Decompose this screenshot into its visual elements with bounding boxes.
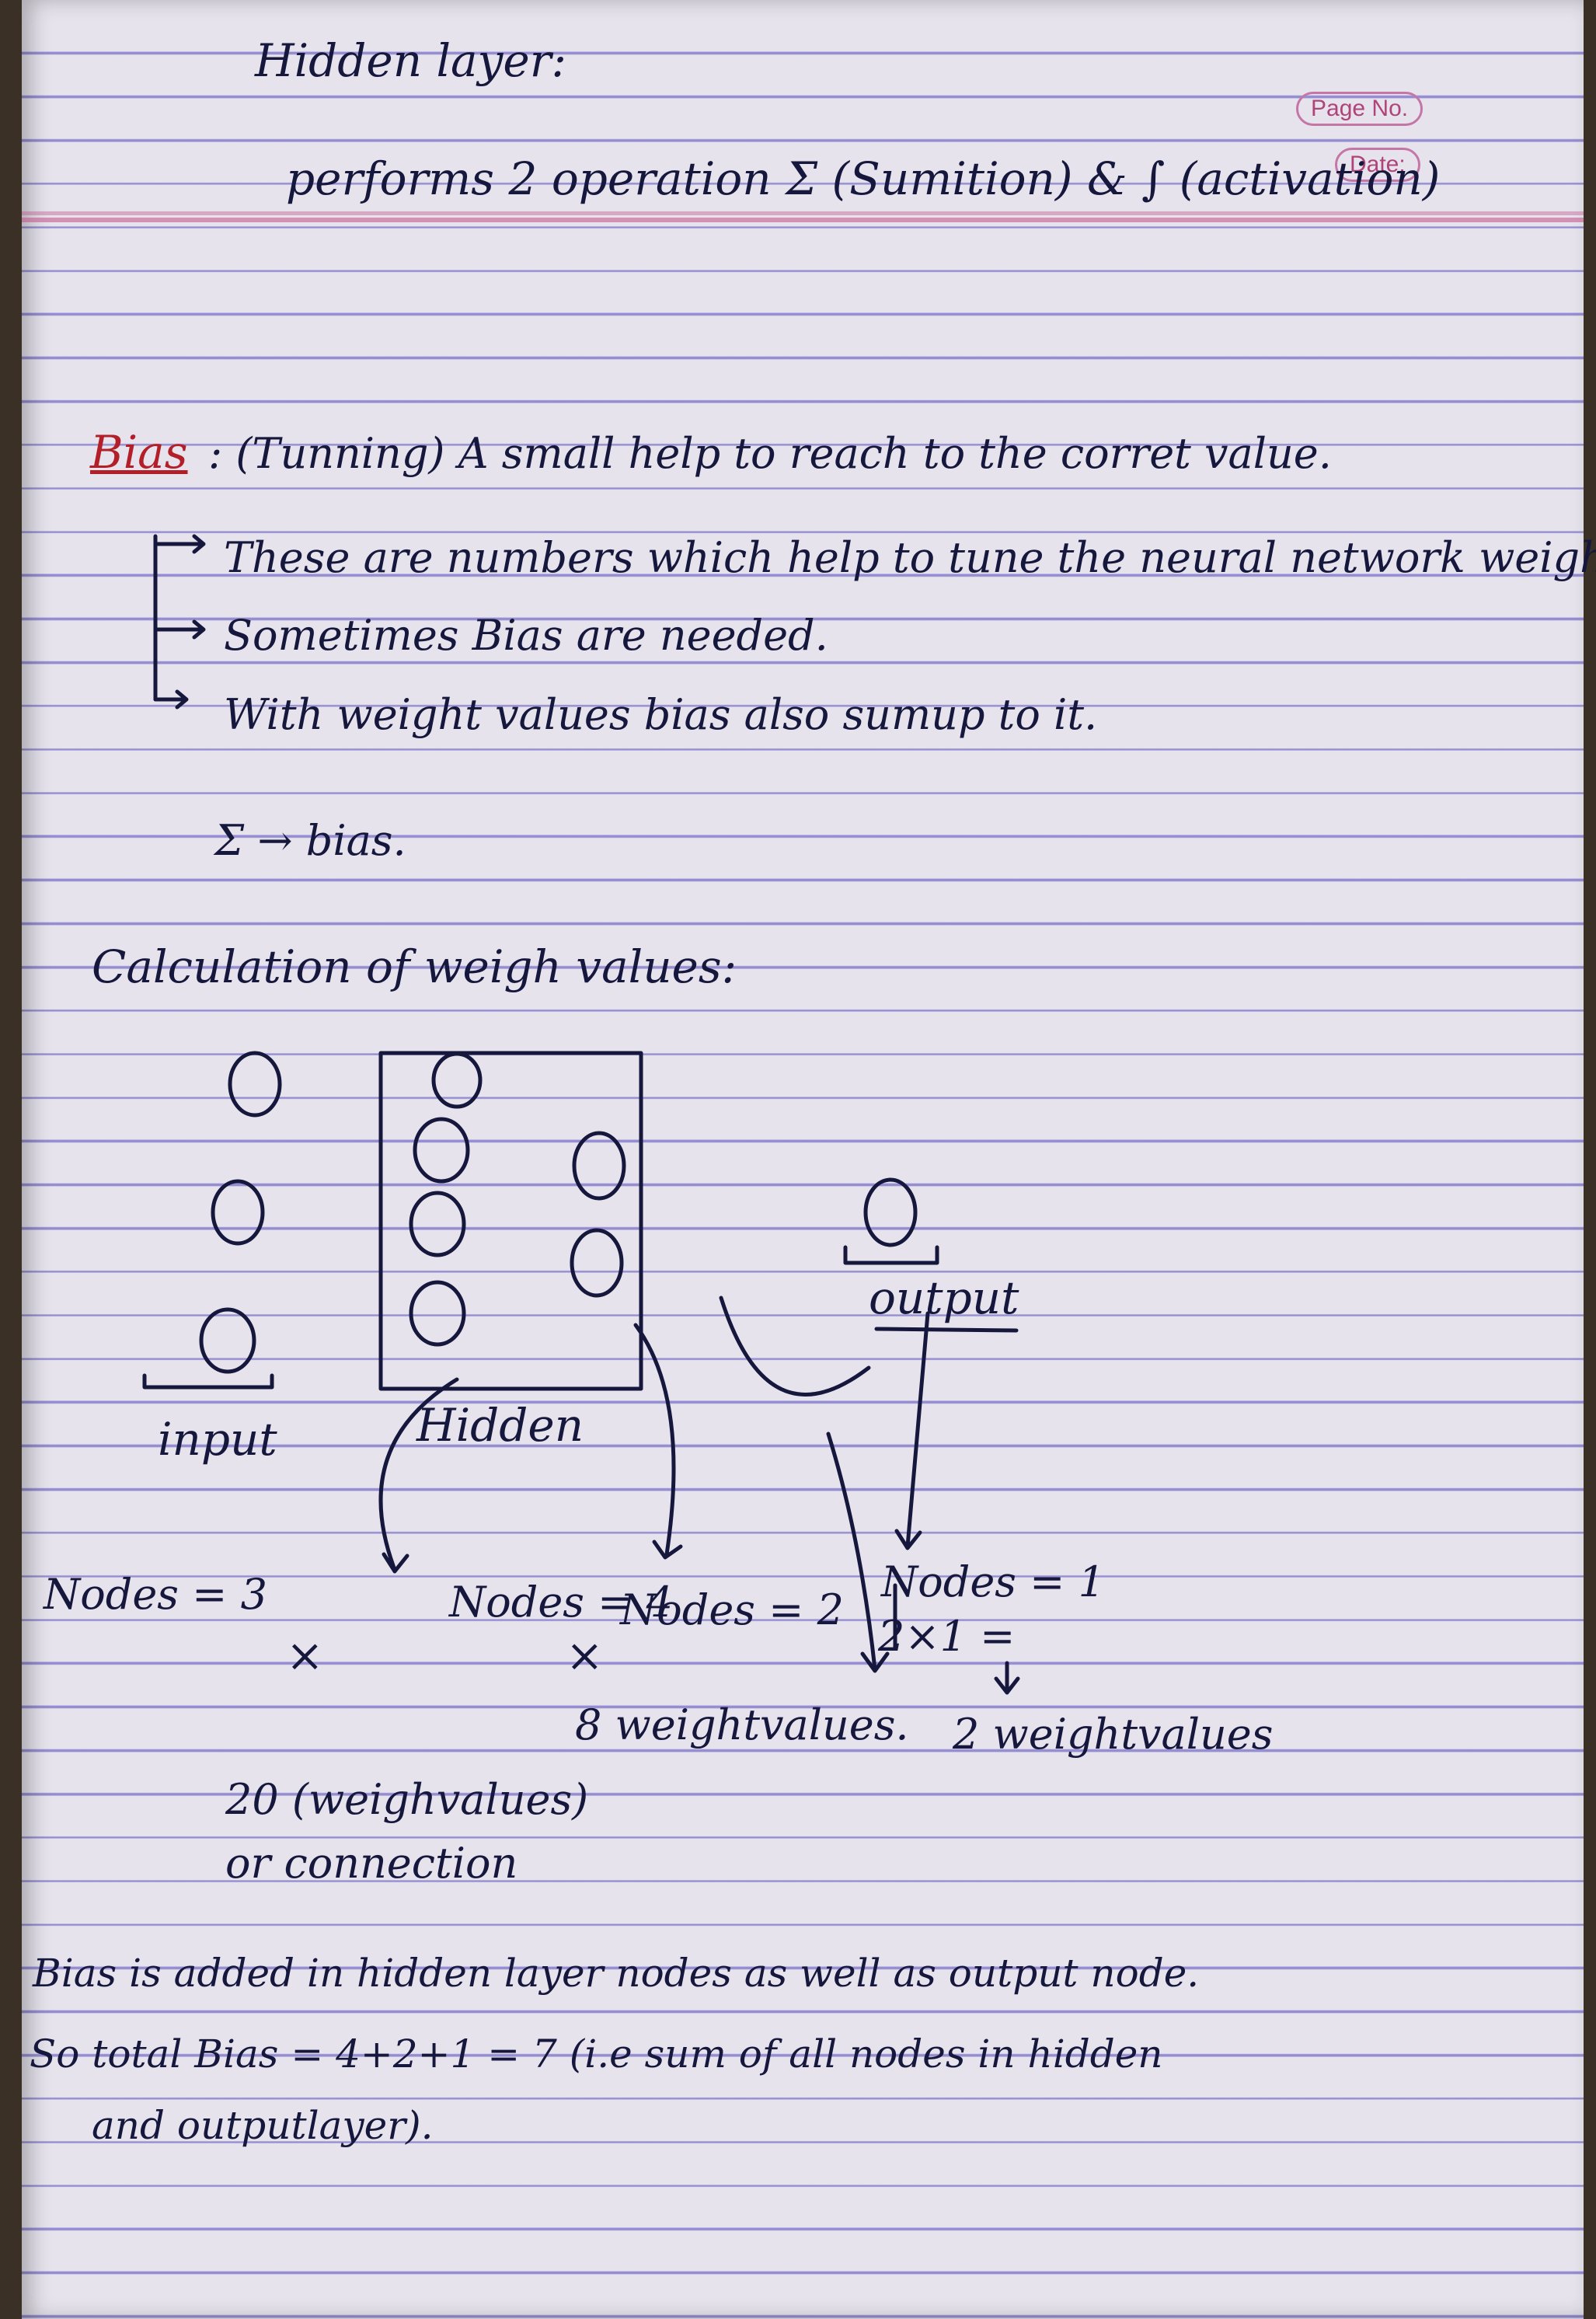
twenty-weight-values: 20 (weighvalues): [225, 1775, 589, 1824]
hidden-layer-heading: Hidden layer:: [255, 34, 566, 87]
bracket-arrow-1: [153, 534, 206, 702]
margin-rule: [22, 211, 1584, 215]
conclusion-line-3: and outputlayer).: [92, 2103, 434, 2148]
hidden-nodes-count-4: Nodes = 4: [449, 1578, 673, 1627]
hidden-node-1: [431, 1051, 483, 1109]
input-node-3: [199, 1307, 256, 1374]
conclusion-line-2: So total Bias = 4+2+1 = 7 (i.e sum of al…: [30, 2031, 1163, 2077]
hidden-node-3: [409, 1191, 466, 1257]
output-nodes-count: Nodes = 1: [881, 1557, 1105, 1606]
input-node-2: [211, 1179, 265, 1246]
conclusion-line-1: Bias is added in hidden layer nodes as w…: [33, 1951, 1200, 1996]
network-diagram: [142, 534, 1020, 1695]
hidden-nodes-count-2: Nodes = 2: [620, 1585, 844, 1634]
bias-point-2: Sometimes Bias are needed.: [224, 611, 828, 660]
hidden-node-2: [413, 1117, 470, 1184]
eight-weight-values: 8 weightvalues.: [575, 1700, 909, 1749]
bias-definition: : (Tunning) A small help to reach to the…: [208, 429, 1332, 478]
arrow-to-hidden2-nodes: [633, 1323, 683, 1560]
output-underline: [874, 1327, 1019, 1333]
two-weight-values: 2 weightvalues: [953, 1710, 1274, 1759]
input-nodes-count: Nodes = 3: [44, 1570, 267, 1619]
hidden-label: Hidden: [416, 1399, 584, 1452]
notebook-page: Page No. Date: Hidden layer: performs 2 …: [22, 0, 1596, 2319]
page-number-stamp: Page No.: [1296, 92, 1424, 126]
hidden2-node-1: [572, 1131, 626, 1201]
hidden2-node-2: [570, 1228, 624, 1298]
arrow-to-8-weights: [826, 1432, 890, 1673]
bracket-arrow-2: [153, 619, 206, 640]
connection-curve: [719, 1296, 871, 1397]
date-stamp: Date:: [1335, 148, 1420, 182]
output-bracket: [843, 1245, 939, 1265]
hidden-layer-operation: performs 2 operation Σ (Sumition) & ∫ (a…: [286, 152, 1441, 205]
bias-label: Bias: [90, 426, 188, 479]
sum-bias-note: Σ → bias.: [214, 816, 406, 865]
arrow-to-2-weights: [994, 1661, 1020, 1695]
bias-point-1: These are numbers which help to tune the…: [224, 533, 1596, 582]
arrow-to-output-nodes: [894, 1311, 930, 1550]
input-bracket: [142, 1373, 274, 1390]
multiply-sign-2: ×: [566, 1629, 604, 1682]
arrow-to-hidden-nodes: [378, 1377, 459, 1574]
output-node: [863, 1177, 918, 1247]
hidden-layer-box: [378, 1051, 643, 1391]
calculation-heading: Calculation of weigh values:: [92, 940, 737, 993]
bias-point-3: With weight values bias also sumup to it…: [224, 690, 1098, 739]
multiply-sign-1: ×: [286, 1629, 324, 1682]
margin-rule: [22, 218, 1584, 222]
hidden-node-4: [409, 1280, 466, 1347]
bracket-arrow-3: [153, 689, 189, 710]
input-node-1: [228, 1051, 282, 1118]
output-label: output: [869, 1271, 1019, 1324]
or-connection: or connection: [225, 1839, 518, 1888]
output-weight-calc: 2×1 =: [878, 1612, 1016, 1661]
input-label: input: [158, 1413, 277, 1466]
